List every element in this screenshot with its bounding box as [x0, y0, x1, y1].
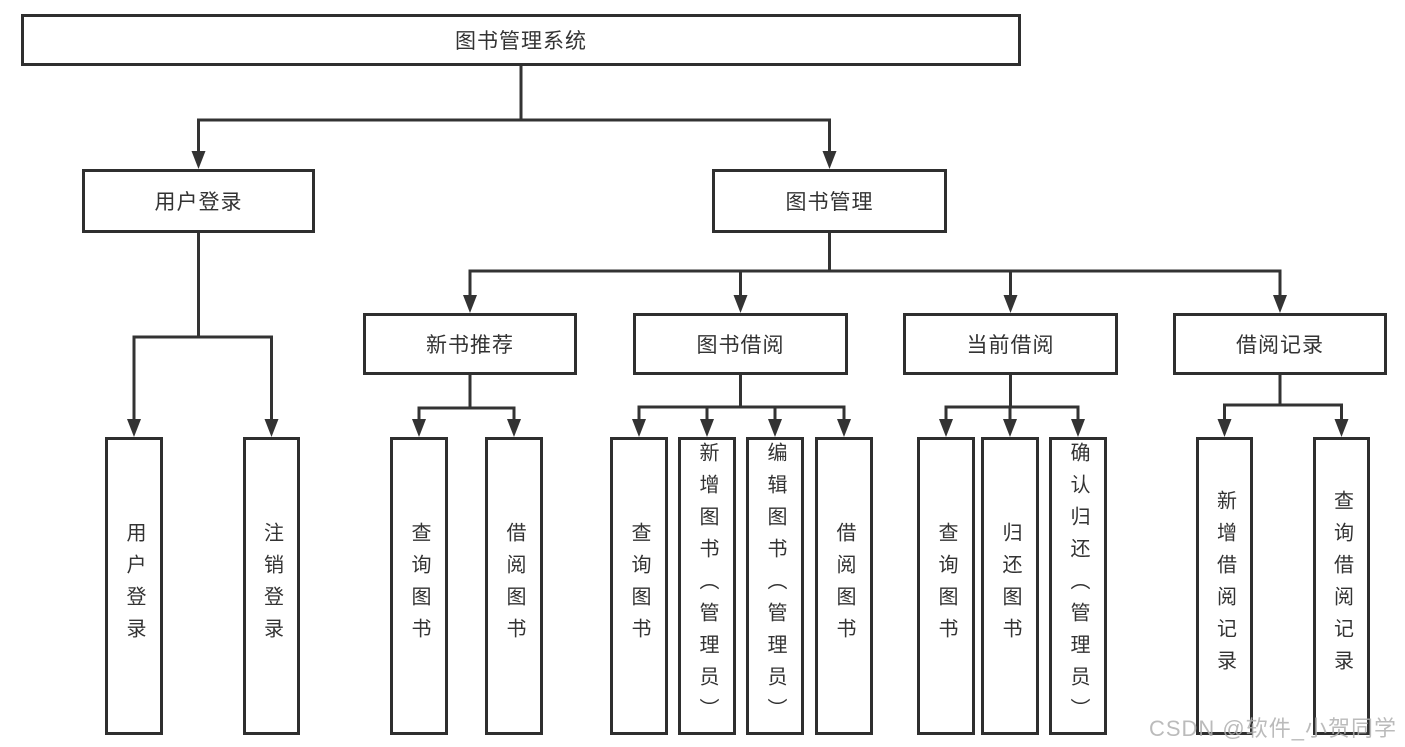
node-new-book-recommend: 新书推荐	[363, 313, 577, 375]
node-label: 当前借阅	[966, 334, 1055, 357]
leaf-query-books-recommend: 查询图书	[390, 437, 448, 735]
leaf-label: 查询图书	[935, 522, 957, 650]
node-book-management: 图书管理	[712, 169, 947, 233]
leaf-label: 编辑图书（管理员）	[764, 442, 786, 730]
node-label: 图书管理	[785, 191, 874, 214]
leaf-label: 查询图书	[628, 522, 650, 650]
leaf-label: 借阅图书	[503, 522, 525, 650]
leaf-user-login: 用户登录	[105, 437, 163, 735]
leaf-label: 查询图书	[408, 522, 430, 650]
node-label: 图书借阅	[696, 334, 785, 357]
leaf-add-borrow-record: 新增借阅记录	[1196, 437, 1253, 735]
node-borrow-records: 借阅记录	[1173, 313, 1387, 375]
node-current-borrow: 当前借阅	[903, 313, 1118, 375]
leaf-label: 归还图书	[999, 522, 1021, 650]
leaf-query-books-current: 查询图书	[917, 437, 975, 735]
node-book-borrow: 图书借阅	[633, 313, 848, 375]
leaf-label: 借阅图书	[833, 522, 855, 650]
leaf-label: 用户登录	[123, 522, 145, 650]
leaf-query-borrow-record: 查询借阅记录	[1313, 437, 1370, 735]
leaf-label: 新增图书（管理员）	[696, 442, 718, 730]
leaf-return-book: 归还图书	[981, 437, 1039, 735]
leaf-logout: 注销登录	[243, 437, 300, 735]
node-label: 用户登录	[154, 191, 243, 214]
leaf-query-books-borrow: 查询图书	[610, 437, 668, 735]
node-user-login: 用户登录	[82, 169, 315, 233]
leaf-label: 新增借阅记录	[1213, 490, 1236, 682]
leaf-borrow-books: 借阅图书	[815, 437, 873, 735]
leaf-label: 查询借阅记录	[1330, 490, 1353, 682]
leaf-borrow-books-recommend: 借阅图书	[485, 437, 543, 735]
leaf-add-book-admin: 新增图书（管理员）	[678, 437, 736, 735]
node-label: 借阅记录	[1236, 334, 1324, 357]
leaf-label: 确认归还（管理员）	[1067, 442, 1089, 730]
watermark: CSDN @软件_小贺同学	[1148, 716, 1397, 741]
leaf-label: 注销登录	[260, 522, 283, 650]
leaf-confirm-return-admin: 确认归还（管理员）	[1049, 437, 1107, 735]
node-label: 图书管理系统	[455, 30, 587, 53]
node-label: 新书推荐	[426, 334, 514, 357]
leaf-edit-book-admin: 编辑图书（管理员）	[746, 437, 804, 735]
node-library-system: 图书管理系统	[21, 14, 1021, 66]
